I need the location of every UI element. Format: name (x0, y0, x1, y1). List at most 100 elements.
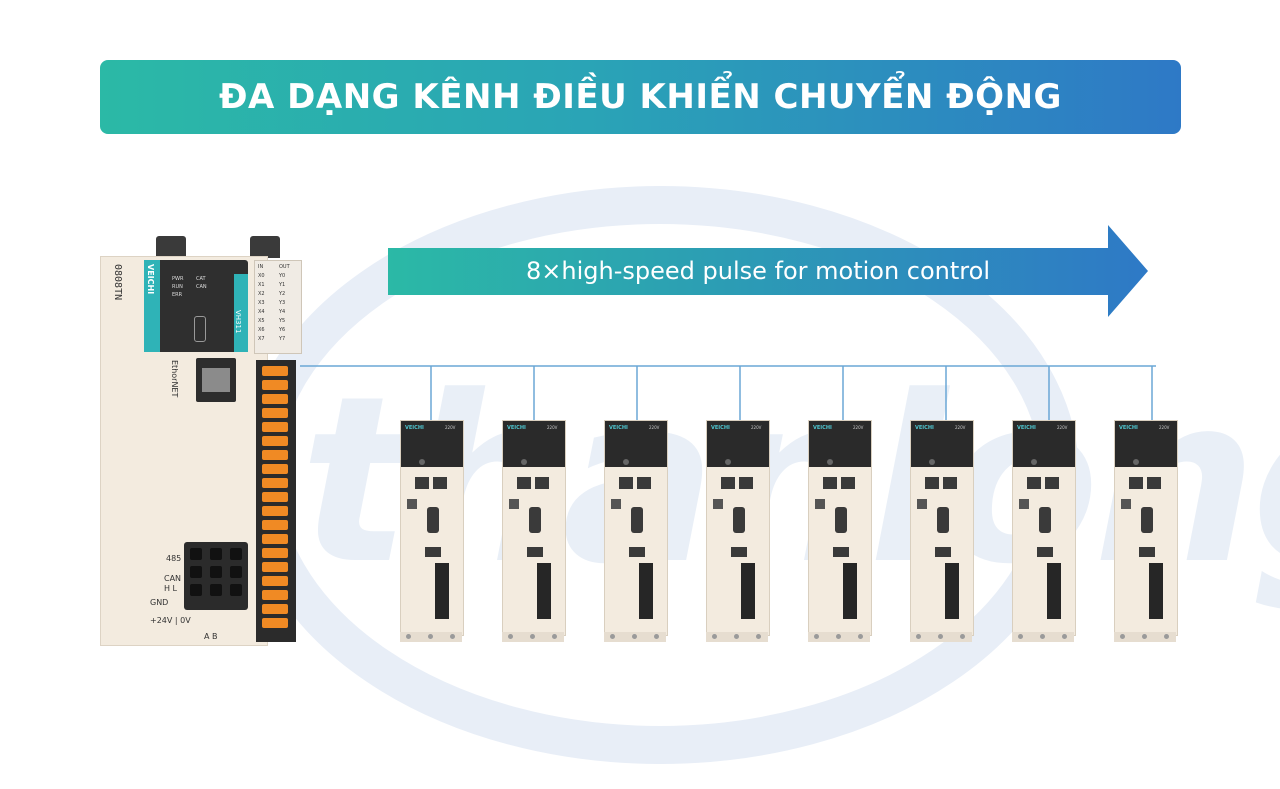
servo-drive: VEICHI 220V (706, 420, 770, 642)
plc-side-label: 0808TN (112, 264, 123, 301)
drive-voltage: 220V (853, 425, 864, 430)
drive-body: VEICHI 220V (502, 420, 566, 636)
plc-io-panel: IN OUT X0 X1 X2 X3 X4 X5 X6 X7 Y0 Y1 Y2 … (254, 260, 302, 354)
rj45-port-icon (943, 477, 957, 489)
io-out-y3: Y3 (279, 300, 286, 306)
arrow-label: 8×high-speed pulse for motion control (526, 257, 990, 285)
drive-footer (604, 632, 666, 642)
led-cat: CAT (196, 276, 206, 282)
io-out-y4: Y4 (279, 309, 286, 315)
drive-display: VEICHI 220V (707, 421, 769, 467)
drive-voltage: 220V (1159, 425, 1170, 430)
can-hl-label: H L (164, 584, 178, 593)
drive-body: VEICHI 220V (1012, 420, 1076, 636)
plc-model-strip (234, 274, 248, 352)
terminal-connector-icon (639, 563, 653, 619)
ethernet-port-icon (196, 358, 236, 402)
rj45-port-icon (721, 477, 735, 489)
drive-brand: VEICHI (1119, 425, 1138, 431)
qr-code-icon (1019, 499, 1029, 509)
servo-drive: VEICHI 220V (1114, 420, 1178, 642)
terminal-connector-icon (1149, 563, 1163, 619)
drive-display: VEICHI 220V (401, 421, 463, 467)
rj45-port-icon (823, 477, 837, 489)
db-connector-icon (427, 507, 439, 533)
rj45-port-icon (619, 477, 633, 489)
drive-voltage: 220V (1057, 425, 1068, 430)
io-in-x5: X5 (258, 318, 265, 324)
usb-port-icon (935, 547, 951, 557)
db-connector-icon (733, 507, 745, 533)
rj45-port-icon (433, 477, 447, 489)
led-can: CAN (196, 284, 207, 290)
drive-footer (1012, 632, 1074, 642)
usb-port-icon (833, 547, 849, 557)
qr-code-icon (917, 499, 927, 509)
drive-brand: VEICHI (915, 425, 934, 431)
drive-brand: VEICHI (405, 425, 424, 431)
io-in-x3: X3 (258, 300, 265, 306)
qr-code-icon (713, 499, 723, 509)
terminal-connector-icon (741, 563, 755, 619)
servo-drive: VEICHI 220V (808, 420, 872, 642)
drive-footer (910, 632, 972, 642)
io-out-y6: Y6 (279, 327, 286, 333)
flow-arrow (388, 225, 1148, 317)
drive-display: VEICHI 220V (809, 421, 871, 467)
usb-port-icon (425, 547, 441, 557)
rj45-port-icon (1147, 477, 1161, 489)
io-in-x1: X1 (258, 282, 265, 288)
title-banner: ĐA DẠNG KÊNH ĐIỀU KHIỂN CHUYỂN ĐỘNG (100, 60, 1181, 134)
io-in-x0: X0 (258, 273, 265, 279)
drive-voltage: 220V (751, 425, 762, 430)
page-title: ĐA DẠNG KÊNH ĐIỀU KHIỂN CHUYỂN ĐỘNG (219, 77, 1062, 117)
drive-footer (400, 632, 462, 642)
usb-port-icon (1037, 547, 1053, 557)
servo-drive: VEICHI 220V (604, 420, 668, 642)
port-can-label: CAN (164, 574, 182, 583)
plc-front-panel: VEICHI PWR RUN ERR CAT CAN VH311 (144, 260, 248, 352)
drive-body: VEICHI 220V (604, 420, 668, 636)
terminal-connector-icon (1047, 563, 1061, 619)
servo-drive: VEICHI 220V (502, 420, 566, 642)
plc-controller: 0808TN VEICHI PWR RUN ERR CAT CAN VH311 … (100, 236, 302, 646)
terminal-connector-icon (843, 563, 857, 619)
drive-display: VEICHI 220V (1013, 421, 1075, 467)
rj45-port-icon (415, 477, 429, 489)
io-in-x4: X4 (258, 309, 265, 315)
plc-brand-strip (144, 260, 160, 352)
led-pwr: PWR (172, 276, 184, 282)
rj45-port-icon (1129, 477, 1143, 489)
qr-code-icon (815, 499, 825, 509)
usb-port-icon (731, 547, 747, 557)
drive-display: VEICHI 220V (605, 421, 667, 467)
ab-label: A B (204, 632, 218, 641)
qr-code-icon (509, 499, 519, 509)
drive-footer (502, 632, 564, 642)
drive-voltage: 220V (445, 425, 456, 430)
gnd-label: GND (150, 598, 169, 607)
plc-clip (156, 236, 186, 258)
rj45-port-icon (517, 477, 531, 489)
rj45-port-icon (1045, 477, 1059, 489)
ethernet-label: EthorNET (170, 360, 179, 398)
db-connector-icon (835, 507, 847, 533)
terminal-block (256, 360, 296, 642)
db-connector-icon (937, 507, 949, 533)
drive-brand: VEICHI (1017, 425, 1036, 431)
servo-drive: VEICHI 220V (910, 420, 974, 642)
rj45-port-icon (925, 477, 939, 489)
io-out-y0: Y0 (279, 273, 286, 279)
drive-body: VEICHI 220V (706, 420, 770, 636)
rj45-port-icon (535, 477, 549, 489)
io-out-y5: Y5 (279, 318, 286, 324)
drive-display: VEICHI 220V (911, 421, 973, 467)
usb-port-icon (194, 316, 206, 342)
io-in-x2: X2 (258, 291, 265, 297)
drive-footer (706, 632, 768, 642)
rj45-port-icon (1027, 477, 1041, 489)
usb-port-icon (1139, 547, 1155, 557)
rj45-port-icon (841, 477, 855, 489)
terminal-connector-icon (537, 563, 551, 619)
